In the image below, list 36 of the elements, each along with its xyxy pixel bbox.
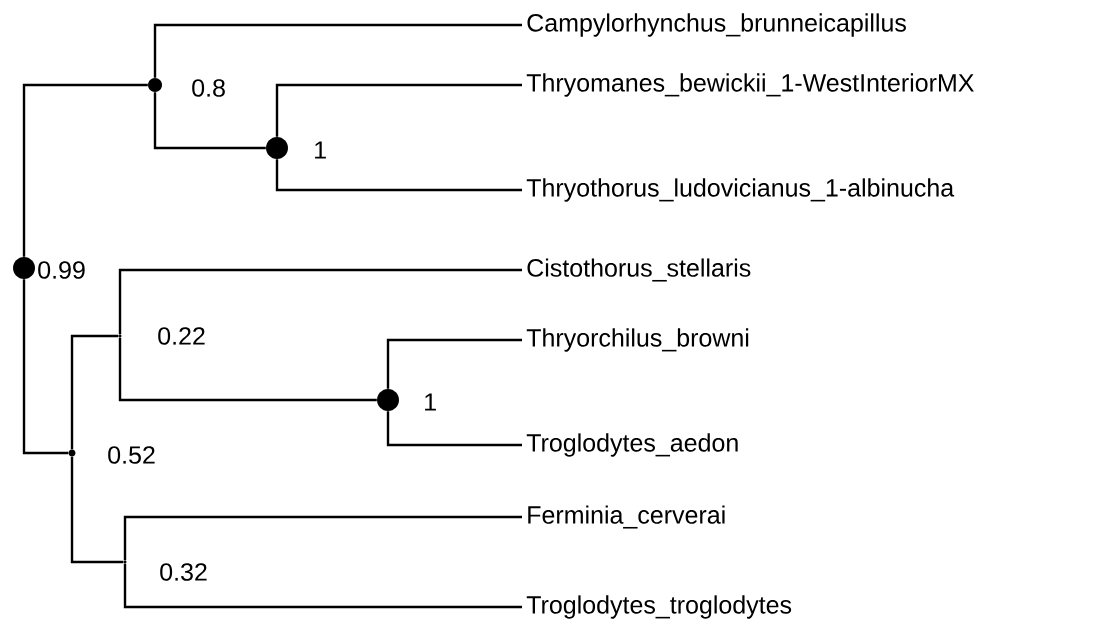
branch-node bbox=[266, 137, 288, 159]
branch-node bbox=[118, 334, 122, 338]
branch-line bbox=[118, 337, 377, 402]
branch-line bbox=[118, 268, 522, 335]
support-value: 1 bbox=[425, 393, 436, 411]
taxon-label: Troglodytes_troglodytes bbox=[526, 595, 792, 619]
taxon-label: Cistothorus_stellaris bbox=[527, 258, 751, 282]
branch-line bbox=[275, 83, 522, 137]
branch-line bbox=[275, 159, 522, 192]
taxon-label: Thryorchilus_browni bbox=[526, 328, 749, 352]
branch-node bbox=[148, 78, 162, 92]
support-value: 0.22 bbox=[158, 327, 205, 345]
branch-line bbox=[123, 563, 522, 609]
support-value: 1 bbox=[315, 141, 326, 159]
branch-node bbox=[68, 449, 76, 457]
branch-line bbox=[386, 411, 522, 447]
taxon-label: Thryomanes_bewickii_1-WestInteriorMX bbox=[526, 73, 974, 97]
taxon-label: Campylorhynchus_brunneicapillus bbox=[527, 13, 906, 37]
support-value: 0.52 bbox=[108, 446, 155, 464]
branch-line bbox=[22, 279, 69, 455]
branch-line bbox=[70, 456, 124, 564]
branch-line bbox=[22, 83, 148, 257]
taxon-label: Thryothorus_ludovicianus_1-albinucha bbox=[526, 178, 955, 202]
branch-node bbox=[377, 389, 399, 411]
support-value: 0.32 bbox=[160, 563, 207, 581]
branch-line bbox=[123, 515, 522, 561]
support-value: 0.99 bbox=[38, 261, 85, 279]
taxon-label: Ferminia_cerverai bbox=[528, 505, 725, 529]
taxon-label: Troglodytes_aedon bbox=[526, 433, 738, 457]
branch-node bbox=[123, 560, 127, 564]
branch-line bbox=[153, 23, 522, 78]
branch-line bbox=[153, 92, 266, 150]
branch-node bbox=[13, 257, 35, 279]
branch-line bbox=[70, 334, 119, 450]
support-value: 0.8 bbox=[192, 79, 225, 97]
branch-line bbox=[386, 338, 522, 389]
